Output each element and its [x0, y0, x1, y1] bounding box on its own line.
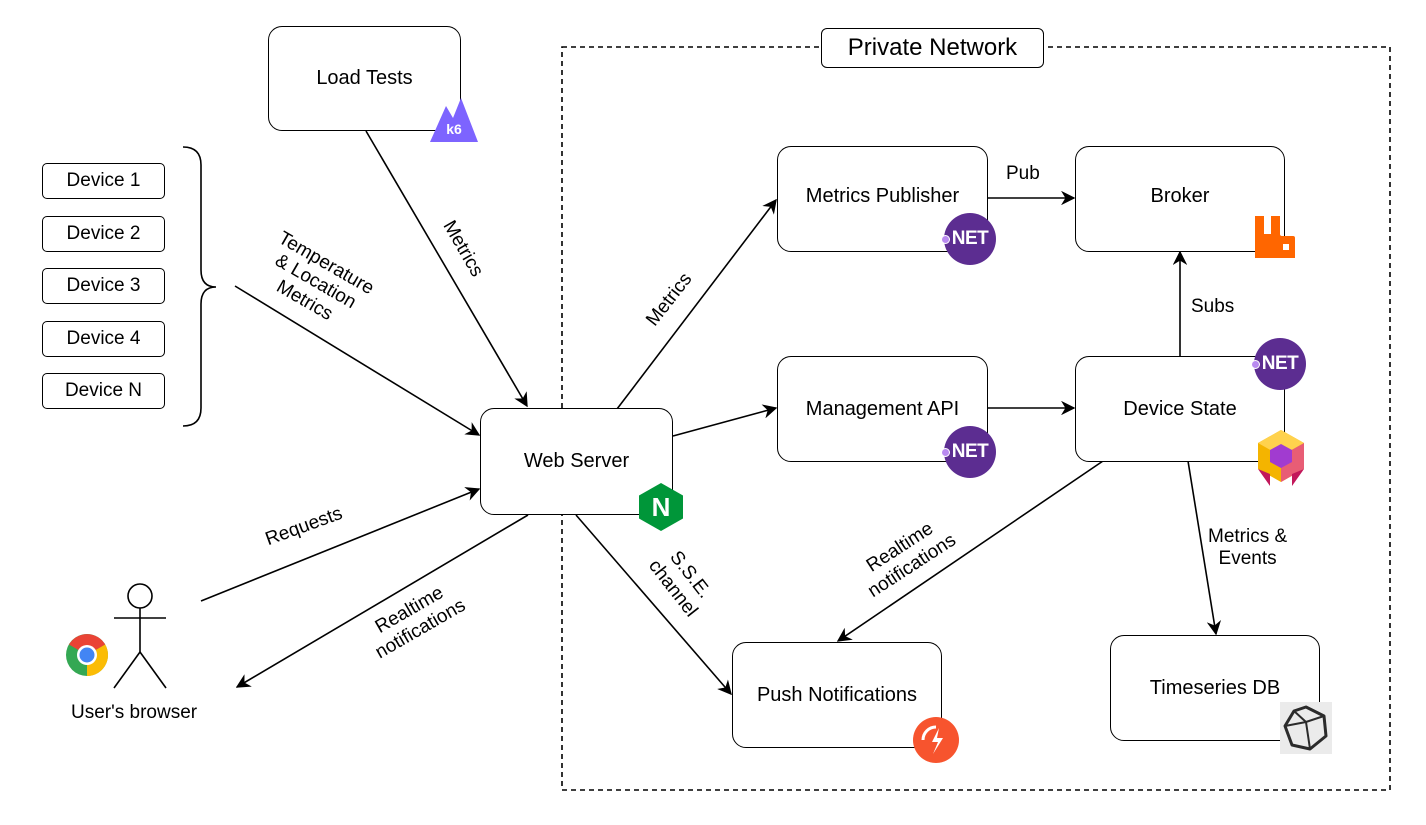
- rabbitmq-icon: [1253, 214, 1297, 265]
- edge-label-line: Metrics &: [1208, 526, 1288, 547]
- broker-node[interactable]: Broker: [1075, 146, 1285, 252]
- arrow-devices-webserver: [234, 285, 481, 436]
- private-network-label: Private Network: [821, 28, 1044, 68]
- arrow-webserver-managementapi: [672, 404, 778, 437]
- device-item[interactable]: Device 1: [42, 163, 165, 199]
- arrow-browser-webserver: [200, 487, 481, 602]
- nginx-icon: N: [638, 482, 684, 537]
- dotnet-icon: NET: [941, 213, 996, 265]
- edge-label-pub: Pub: [1006, 163, 1040, 184]
- users-browser-label: User's browser: [71, 702, 198, 723]
- arrow-webserver-push: [575, 514, 732, 696]
- arrow-devicestate-push: [836, 460, 1104, 642]
- device-item[interactable]: Device 2: [42, 216, 165, 252]
- timeseries-db-icon: [1280, 702, 1332, 759]
- load-tests-node[interactable]: Load Tests: [268, 26, 461, 131]
- push-notifications-node[interactable]: Push Notifications: [732, 642, 942, 748]
- devices-brace: [182, 146, 217, 427]
- device-item[interactable]: Device 3: [42, 268, 165, 304]
- edge-label-metrics-events: Metrics & Events: [1208, 526, 1287, 570]
- arrow-webserver-metricspublisher: [616, 198, 777, 410]
- edge-label-line: Events: [1218, 547, 1277, 569]
- arrow-devicestate-timeseries: [1187, 460, 1222, 636]
- device-item[interactable]: Device 4: [42, 321, 165, 357]
- user-actor-icon: [112, 582, 168, 695]
- arrow-loadtests-webserver: [365, 130, 528, 408]
- dotnet-icon: NET: [1251, 338, 1306, 390]
- device-item[interactable]: Device N: [42, 373, 165, 409]
- edge-label-subs: Subs: [1191, 296, 1235, 317]
- orleans-icon: [1256, 428, 1306, 491]
- chrome-icon: [65, 633, 109, 682]
- arrow-webserver-browser: [235, 514, 529, 688]
- k6-icon: k6: [430, 96, 478, 147]
- device-state-node[interactable]: Device State: [1075, 356, 1285, 462]
- dotnet-icon: NET: [941, 426, 996, 478]
- svg-text:N: N: [652, 492, 671, 522]
- svg-text:k6: k6: [446, 121, 462, 137]
- mercure-icon: [912, 716, 960, 769]
